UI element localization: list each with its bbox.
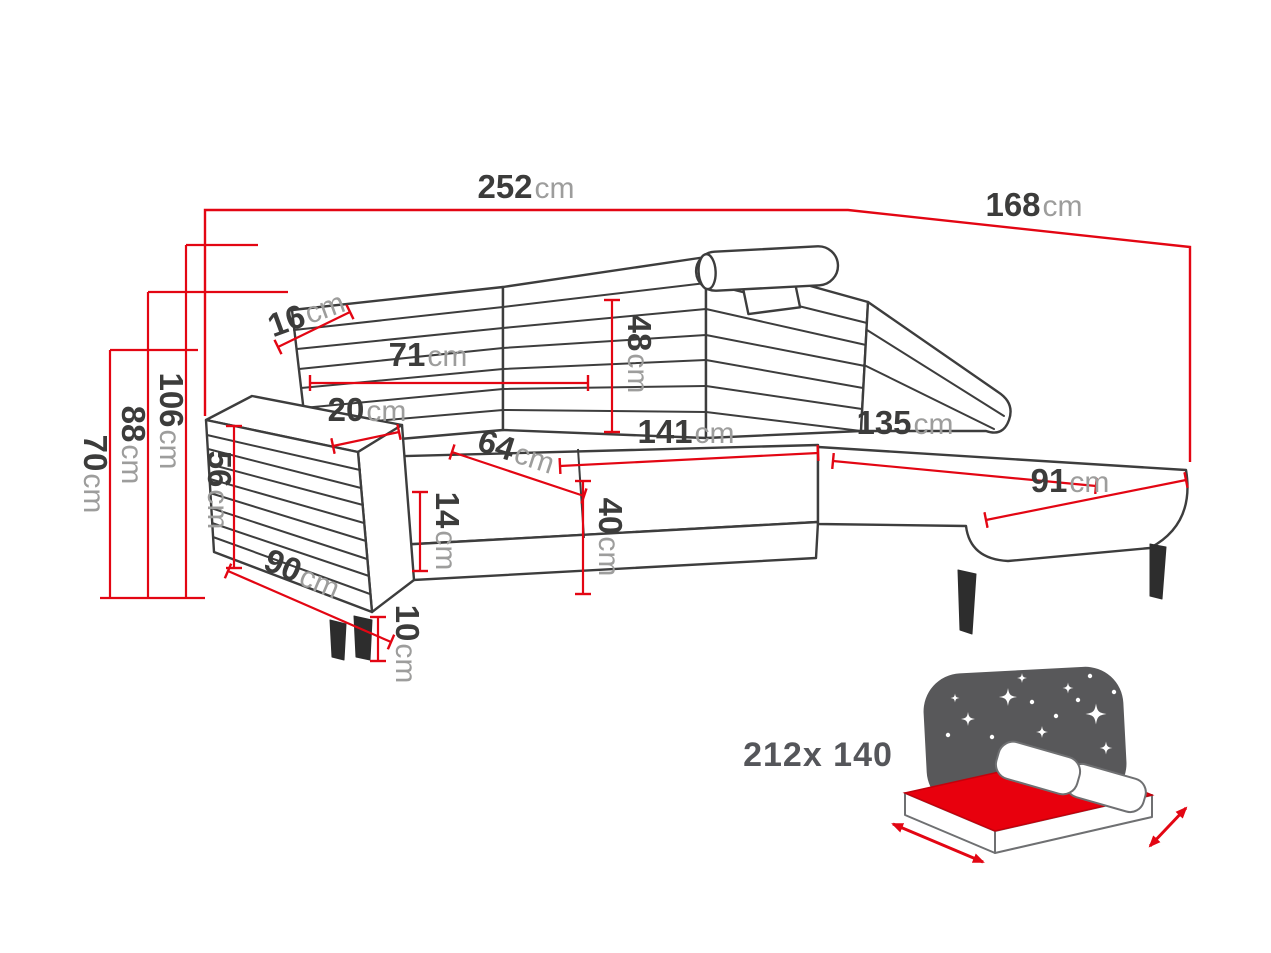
dim-56-label: 56cm — [201, 451, 238, 530]
dim-91-label: 91cm — [1031, 462, 1110, 499]
dim-141-unit: cm — [695, 417, 735, 450]
headrest-cylinder — [694, 245, 840, 292]
sofa-drawing — [204, 245, 1189, 661]
dim-91-line — [983, 471, 1189, 529]
dim-135-label: 135cm — [856, 404, 953, 441]
dim-71-unit: cm — [427, 340, 467, 373]
dim-70-label: 70cm — [77, 435, 114, 514]
dim-10-value: 10 — [389, 605, 426, 642]
dim-40-unit: cm — [592, 536, 625, 576]
dim-64-line — [448, 444, 588, 504]
chaise-backrest-band — [859, 300, 1012, 434]
dim-20-value: 20 — [328, 391, 365, 428]
sleeping-area-icon: 212x 140 — [743, 666, 1188, 864]
dim-16-line — [273, 304, 355, 355]
dim-71-value: 71 — [389, 336, 426, 373]
pillows-icon — [994, 740, 1147, 814]
dim-168-label: 168cm — [985, 186, 1082, 223]
dim-135-value: 135 — [856, 404, 911, 441]
dim-88-unit: cm — [115, 444, 148, 484]
dim-10-label: 10cm — [389, 605, 426, 684]
dim-48-label: 48cm — [621, 315, 658, 394]
dim-91-value: 91 — [1031, 462, 1068, 499]
dim-252-value: 252 — [477, 168, 532, 205]
dim-10-unit: cm — [389, 643, 422, 683]
dim-14-label: 14cm — [429, 492, 466, 571]
chaise-leg-right — [1149, 543, 1167, 600]
dim-141-value: 141 — [637, 413, 692, 450]
width-direction-arrow-icon — [891, 822, 985, 864]
sleeping-size-label: 212x 140 — [743, 736, 893, 774]
headrest-roll — [694, 245, 840, 316]
dim-106-unit: cm — [153, 430, 186, 470]
chaise-backrest-band-lines — [863, 329, 1005, 430]
dim-56-unit: cm — [201, 489, 234, 529]
dim-56-value: 56 — [201, 451, 238, 488]
dim-106-value: 106 — [153, 372, 190, 427]
dim-70-unit: cm — [77, 473, 110, 513]
dim-168-value: 168 — [985, 186, 1040, 223]
dim-135-unit: cm — [914, 408, 954, 441]
dim-88-value: 88 — [115, 406, 152, 443]
dim-141-line — [558, 444, 820, 475]
dim-14-unit: cm — [429, 530, 462, 570]
dim-70-line — [108, 348, 198, 598]
dim-88-label: 88cm — [115, 406, 152, 485]
pillow-left — [994, 740, 1082, 796]
dim-252-label: 252cm — [477, 168, 574, 205]
dim-40-value: 40 — [592, 498, 629, 535]
dim-252-unit: cm — [535, 172, 575, 205]
dim-48-value: 48 — [621, 315, 658, 352]
dimension-overlay: 252cm 168cm 106cm 88cm 70cm 16cm 71cm — [77, 168, 1192, 684]
dim-70-value: 70 — [77, 435, 114, 472]
dim-71-label: 71cm — [389, 336, 468, 373]
dim-91-unit: cm — [1069, 466, 1109, 499]
dim-141-label: 141cm — [637, 413, 734, 450]
dim-20-unit: cm — [366, 395, 406, 428]
dim-106-label: 106cm — [153, 372, 190, 469]
dim-20-label: 20cm — [328, 391, 407, 428]
dim-88-line — [146, 290, 288, 598]
armrest-slats — [206, 434, 371, 595]
dim-14-value: 14 — [429, 492, 466, 529]
headrest-end-cap — [697, 252, 717, 291]
length-direction-arrow-icon — [1148, 806, 1188, 848]
sofa-leg-front-left — [329, 619, 347, 661]
chaise-leg-front — [957, 569, 977, 635]
dim-20-line — [330, 423, 402, 455]
dim-90-line — [223, 563, 396, 650]
dim-106-line — [184, 243, 258, 598]
sofa-leg-measured — [353, 615, 373, 661]
outer-dimension-frame — [203, 208, 1192, 462]
dim-168-unit: cm — [1043, 190, 1083, 223]
dim-40-label: 40cm — [592, 498, 629, 577]
dim-48-unit: cm — [621, 353, 654, 393]
